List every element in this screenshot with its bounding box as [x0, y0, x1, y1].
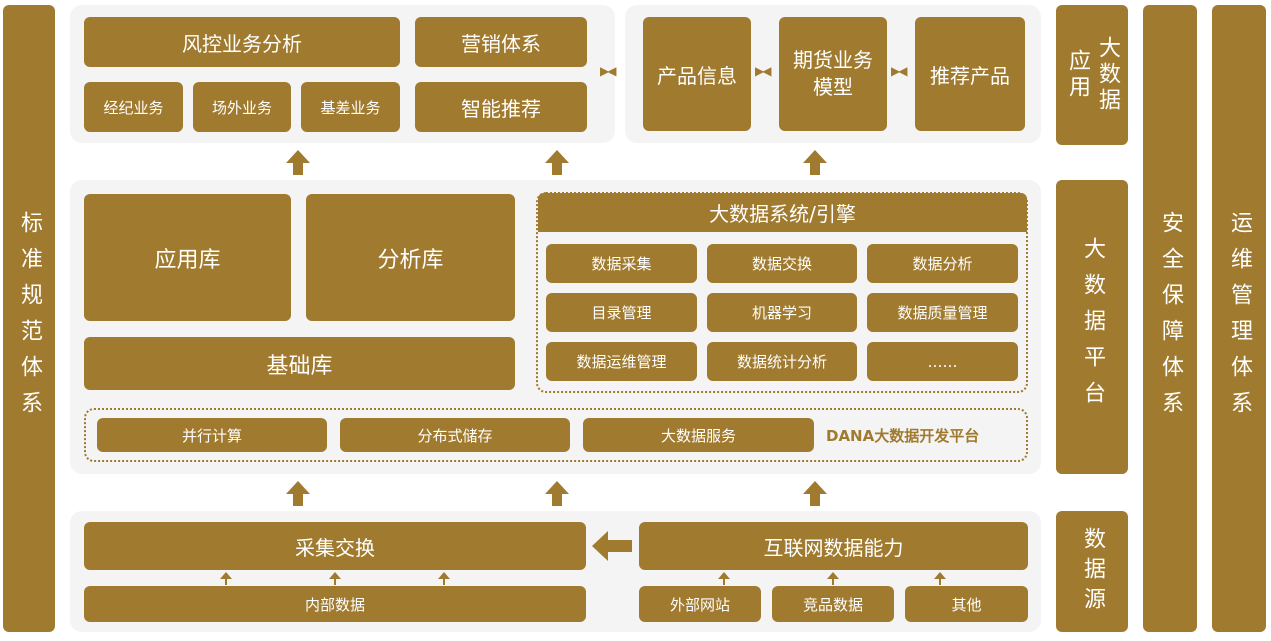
- engine-item: ……: [867, 342, 1018, 381]
- dana-item: 大数据服务: [583, 418, 814, 452]
- analysis-lib-label: 分析库: [377, 247, 444, 273]
- ops-column: 运维管理体系: [1212, 5, 1266, 632]
- engine-item-label: 数据统计分析: [736, 353, 827, 371]
- bigdata-platform-label: 大数据平台: [1080, 237, 1105, 417]
- basis-label: 基差业务: [320, 98, 381, 117]
- engine-item: 数据质量管理: [867, 293, 1018, 332]
- engine-item: 机器学习: [707, 293, 857, 332]
- up-arrow-icon: [286, 481, 310, 506]
- product-info-label: 产品信息: [657, 63, 737, 88]
- risk-analysis-label: 风控业务分析: [182, 31, 302, 56]
- engine-title-label: 大数据系统/引擎: [709, 202, 856, 226]
- small-up-arrow-icon: [220, 572, 232, 585]
- engine-item-label: 机器学习: [751, 304, 812, 322]
- external-site-box: 外部网站: [639, 586, 761, 622]
- futures-model-box: 期货业务模型: [779, 17, 887, 131]
- bigdata-platform-label-box: 大数据平台: [1056, 180, 1128, 474]
- engine-item-label: 数据交换: [751, 255, 812, 273]
- engine-item-label: 数据采集: [591, 255, 652, 273]
- up-arrow-icon: [803, 481, 827, 506]
- security-label: 安全保障体系: [1158, 210, 1183, 427]
- base-lib-label: 基础库: [266, 353, 333, 379]
- dana-group: [84, 408, 1028, 462]
- collect-exchange-label: 采集交换: [295, 535, 375, 560]
- engine-item-label: 数据质量管理: [897, 304, 988, 322]
- other-data-label: 其他: [951, 595, 982, 614]
- data-source-label-box: 数据源: [1056, 511, 1128, 632]
- competitor-data-label: 竞品数据: [802, 595, 863, 614]
- engine-item-label: 数据运维管理: [576, 353, 667, 371]
- internet-data-label: 互联网数据能力: [763, 535, 904, 560]
- engine-title-box: 大数据系统/引擎: [538, 193, 1027, 232]
- dana-item: 分布式储存: [340, 418, 570, 452]
- bidirectional-arrow-1: ▶◀: [600, 64, 617, 78]
- collect-exchange-box: 采集交换: [84, 522, 586, 570]
- brokerage-label: 经纪业务: [103, 98, 164, 117]
- security-column: 安全保障体系: [1143, 5, 1197, 632]
- internal-data-label: 内部数据: [304, 595, 365, 614]
- app-lib-box: 应用库: [84, 194, 291, 321]
- analysis-lib-box: 分析库: [306, 194, 515, 321]
- dana-platform-label: DANA大数据开发平台: [826, 427, 980, 445]
- bigdata-app-label: 大数据应用: [1065, 36, 1120, 114]
- internet-data-box: 互联网数据能力: [639, 522, 1028, 570]
- smart-rec-label: 智能推荐: [461, 96, 541, 121]
- competitor-data-box: 竞品数据: [772, 586, 894, 622]
- marketing-label: 营销体系: [461, 31, 541, 56]
- bidirectional-arrow-3: ▶◀: [891, 64, 908, 78]
- dana-item-label: 分布式储存: [417, 426, 493, 445]
- rec-product-label: 推荐产品: [930, 63, 1010, 88]
- brokerage-box: 经纪业务: [84, 82, 183, 132]
- standards-label: 标准规范体系: [17, 210, 42, 427]
- small-up-arrow-icon: [329, 572, 341, 585]
- engine-item: 数据统计分析: [707, 342, 857, 381]
- bidirectional-arrow-2: ▶◀: [755, 64, 772, 78]
- engine-item-label: 数据分析: [912, 255, 973, 273]
- up-arrow-icon: [803, 150, 827, 175]
- otc-label: 场外业务: [211, 98, 272, 117]
- internal-data-box: 内部数据: [84, 586, 586, 622]
- small-up-arrow-icon: [827, 572, 839, 585]
- engine-item-label: 目录管理: [591, 304, 652, 322]
- engine-item: 数据运维管理: [546, 342, 697, 381]
- dana-item-label: 大数据服务: [660, 426, 736, 445]
- otc-box: 场外业务: [193, 82, 291, 132]
- small-up-arrow-icon: [438, 572, 450, 585]
- base-lib-box: 基础库: [84, 337, 515, 390]
- product-info-box: 产品信息: [643, 17, 751, 131]
- rec-product-box: 推荐产品: [915, 17, 1025, 131]
- bigdata-app-label-box: 大数据应用: [1056, 5, 1128, 145]
- external-site-label: 外部网站: [669, 595, 730, 614]
- engine-item: 数据采集: [546, 244, 697, 283]
- data-source-label: 数据源: [1080, 526, 1105, 617]
- dana-item: 并行计算: [97, 418, 327, 452]
- standards-column: 标准规范体系: [3, 5, 55, 632]
- up-arrow-icon: [286, 150, 310, 175]
- engine-item-label: ……: [927, 352, 958, 371]
- basis-box: 基差业务: [301, 82, 400, 132]
- engine-item: 数据交换: [707, 244, 857, 283]
- ops-label: 运维管理体系: [1227, 210, 1252, 427]
- futures-model-label: 期货业务模型: [793, 48, 873, 99]
- engine-item: 数据分析: [867, 244, 1018, 283]
- dana-item-label: 并行计算: [181, 426, 242, 445]
- smart-rec-box: 智能推荐: [415, 82, 587, 132]
- up-arrow-icon: [545, 481, 569, 506]
- small-up-arrow-icon: [718, 572, 730, 585]
- app-lib-label: 应用库: [154, 247, 221, 273]
- other-data-box: 其他: [905, 586, 1028, 622]
- marketing-box: 营销体系: [415, 17, 587, 67]
- engine-item: 目录管理: [546, 293, 697, 332]
- left-arrow-icon: [592, 531, 632, 561]
- risk-analysis-box: 风控业务分析: [84, 17, 400, 67]
- up-arrow-icon: [545, 150, 569, 175]
- small-up-arrow-icon: [934, 572, 946, 585]
